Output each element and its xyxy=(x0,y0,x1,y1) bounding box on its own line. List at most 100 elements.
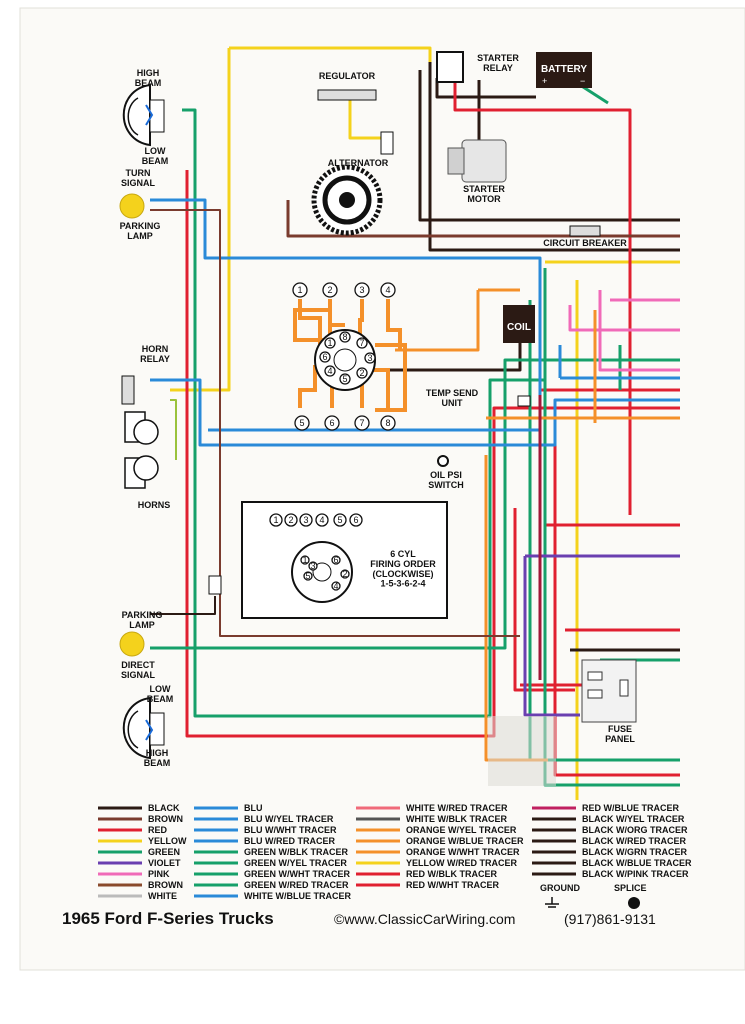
cylinder-number: 4 xyxy=(319,515,324,525)
legend-label: BLACK W/PINK TRACER xyxy=(582,869,689,879)
horn-upper xyxy=(124,411,159,445)
legend-label: ORANGE W/BLUE TRACER xyxy=(406,836,524,846)
legend-label: BLU W/WHT TRACER xyxy=(244,825,337,835)
cylinder-number-circle xyxy=(364,352,376,364)
legend-label: VIOLET xyxy=(148,858,181,868)
cylinder-number: 1 xyxy=(327,338,332,348)
cylinder-number-circle xyxy=(340,569,350,579)
legend-label: RED xyxy=(148,825,168,835)
regulator xyxy=(317,89,377,101)
cylinder-number-circle xyxy=(354,415,370,431)
legend-label: BLACK xyxy=(148,803,180,813)
cylinder-number-circle xyxy=(356,367,368,379)
cylinder-number-circle xyxy=(339,373,351,385)
cylinder-number: 1 xyxy=(297,285,302,295)
headlamp-top xyxy=(122,83,165,147)
cylinder-number-circle xyxy=(324,337,336,349)
cylinder-number-circle xyxy=(292,282,308,298)
cylinder-number: 4 xyxy=(333,581,338,591)
cylinder-number: 5 xyxy=(299,418,304,428)
legend-label: BLU W/YEL TRACER xyxy=(244,814,334,824)
fuse-panel xyxy=(581,659,637,723)
cylinder-number: 1 xyxy=(273,515,278,525)
starter-motor xyxy=(447,139,507,183)
legend-label: GREEN W/RED TRACER xyxy=(244,880,349,890)
cylinder-number: 4 xyxy=(385,285,390,295)
legend-label: RED W/BLUE TRACER xyxy=(582,803,679,813)
ground-symbol xyxy=(545,897,559,908)
cylinder-number-circle xyxy=(308,561,318,571)
legend-label: GREEN xyxy=(148,847,180,857)
legend-label: BLU W/RED TRACER xyxy=(244,836,335,846)
horn-lower xyxy=(124,455,159,489)
cylinder-number-circle xyxy=(269,513,283,527)
starter-relay xyxy=(436,51,464,83)
legend-label: BLACK W/YEL TRACER xyxy=(582,814,685,824)
legend-label: BLACK W/RED TRACER xyxy=(582,836,686,846)
cylinder-number-circle xyxy=(349,513,363,527)
legend-label: BROWN xyxy=(148,814,183,824)
legend-label: YELLOW W/RED TRACER xyxy=(406,858,517,868)
horns-label: HORNS xyxy=(138,500,171,510)
cylinder-number-circle xyxy=(356,337,368,349)
cylinder-number-circle xyxy=(284,513,298,527)
ignition-coil: COIL xyxy=(503,305,535,343)
cylinder-number-circle xyxy=(354,282,370,298)
cylinder-number-circle xyxy=(324,415,340,431)
cylinder-number: 4 xyxy=(327,366,332,376)
cylinder-number-circle xyxy=(319,351,331,363)
cylinder-number: 6 xyxy=(353,515,358,525)
cylinder-number: 6 xyxy=(322,352,327,362)
legend-label: GREEN W/YEL TRACER xyxy=(244,858,347,868)
battery: BATTERY + − xyxy=(536,52,592,88)
temp-send-unit xyxy=(517,395,531,407)
legend-label: BROWN xyxy=(148,880,183,890)
splice-dot xyxy=(628,897,640,909)
cylinder-number: 3 xyxy=(359,285,364,295)
cylinder-number: 5 xyxy=(342,374,347,384)
legend-label: BLACK W/ORG TRACER xyxy=(582,825,688,835)
cylinder-number-circle xyxy=(294,415,310,431)
legend-label: GREEN W/BLK TRACER xyxy=(244,847,348,857)
horn-relay xyxy=(121,375,135,405)
cylinder-number: 7 xyxy=(359,338,364,348)
cylinder-number-circle xyxy=(300,555,310,565)
legend-label: ORANGE W/YEL TRACER xyxy=(406,825,517,835)
cylinder-number: 3 xyxy=(303,515,308,525)
cylinder-number: 2 xyxy=(327,285,332,295)
ground-label: GROUND xyxy=(540,883,580,893)
battery-label: BATTERY xyxy=(541,64,587,75)
cylinder-number-circle xyxy=(331,555,341,565)
cylinder-number-circle xyxy=(380,282,396,298)
cylinder-number-circle xyxy=(331,581,341,591)
website-text: ©www.ClassicCarWiring.com xyxy=(334,911,515,927)
cylinder-number-circle xyxy=(315,513,329,527)
cylinder-number-circle xyxy=(324,365,336,377)
legend-label: BLACK W/BLUE TRACER xyxy=(582,858,692,868)
circuit-breaker-label: CIRCUIT BREAKER xyxy=(543,238,627,248)
legend-label: PINK xyxy=(148,869,170,879)
cylinder-number-circle xyxy=(322,282,338,298)
cylinder-number-circle xyxy=(339,331,351,343)
cylinder-number: 6 xyxy=(333,555,338,565)
cylinder-number-circle xyxy=(299,513,313,527)
oil-psi-switch xyxy=(437,455,449,467)
coil-label: COIL xyxy=(507,322,531,333)
legend-label: WHITE W/RED TRACER xyxy=(406,803,508,813)
cylinder-number: 5 xyxy=(337,515,342,525)
cylinder-number: 2 xyxy=(359,368,364,378)
splice-label: SPLICE xyxy=(614,883,647,893)
cylinder-number: 2 xyxy=(342,569,347,579)
